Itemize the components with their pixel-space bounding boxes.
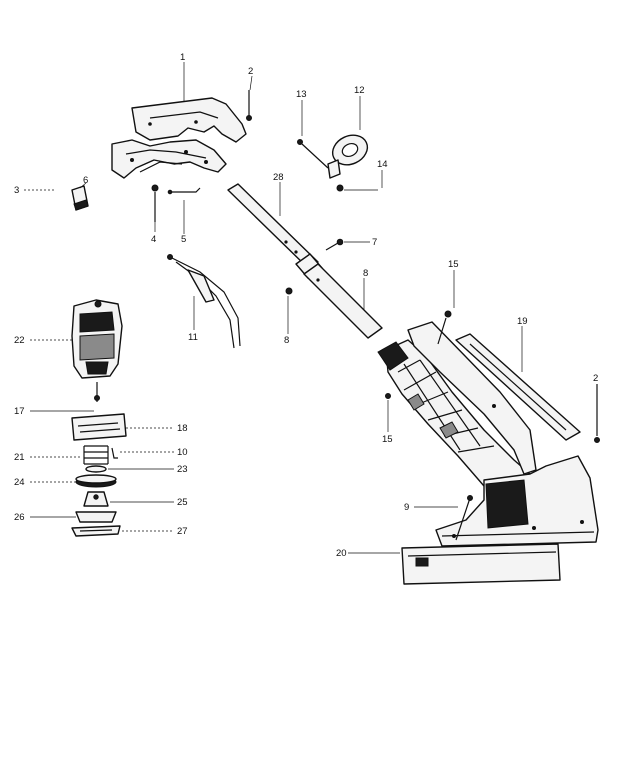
screw-part-15-top	[437, 310, 452, 345]
callout-15-top: 15	[448, 259, 459, 270]
callout-1: 1	[180, 52, 185, 63]
cover-part-27	[71, 525, 121, 537]
callout-15-bottom: 15	[382, 434, 393, 445]
callout-8-right: 8	[363, 268, 368, 279]
nut-part-4	[151, 184, 159, 222]
lower-shaft-part-6	[303, 263, 383, 339]
callout-3: 3	[14, 185, 19, 196]
guard-tab-part-12	[327, 134, 369, 179]
screw-part-9	[455, 495, 473, 541]
callout-21: 21	[14, 452, 25, 463]
leader-lines	[24, 62, 523, 554]
motor-part-22	[71, 299, 123, 379]
callout-7: 7	[372, 237, 377, 248]
callout-2-right: 2	[593, 373, 598, 384]
callout-24: 24	[14, 477, 25, 488]
callout-2-top: 2	[248, 66, 253, 77]
callout-10: 10	[177, 447, 188, 458]
callout-labels: 1 2 3 4 5 6 7 8 8 9 10 11 12 13 14 15 15…	[14, 52, 598, 559]
callout-27: 27	[177, 526, 188, 537]
callout-25: 25	[177, 497, 188, 508]
motor-housing	[377, 339, 531, 501]
callout-12: 12	[354, 85, 365, 96]
shaft-pin-part-17	[94, 382, 100, 402]
bearing-plate-part-18	[71, 413, 127, 441]
spring-part-21	[83, 445, 109, 465]
callout-19: 19	[517, 316, 528, 327]
screw-part-2-top	[246, 90, 252, 121]
callout-6: 6	[83, 175, 88, 186]
washer-part-23	[85, 465, 107, 473]
callout-4: 4	[151, 234, 156, 245]
callout-5: 5	[181, 234, 186, 245]
screw-part-2-right	[594, 384, 600, 443]
cord-part-11	[167, 254, 241, 349]
edging-guide-part-20	[401, 543, 561, 585]
hub-part-25	[83, 491, 109, 507]
screw-part-7	[325, 238, 344, 251]
upper-shaft-part-28	[227, 183, 319, 269]
spring-part-5	[167, 187, 201, 195]
callout-22: 22	[14, 335, 25, 346]
callout-8-left: 8	[284, 335, 289, 346]
lower-handle-part	[111, 139, 227, 179]
callout-26: 26	[14, 512, 25, 523]
callout-20: 20	[336, 548, 347, 559]
screw-part-13	[297, 139, 329, 169]
spool-part-24	[75, 474, 117, 488]
cap-part-26	[75, 511, 117, 523]
screw-part-8-left	[285, 287, 293, 295]
callout-23: 23	[177, 464, 188, 475]
deflector-part-19	[455, 333, 581, 441]
upper-handle-part-1	[131, 97, 247, 143]
callout-9: 9	[404, 502, 409, 513]
callout-18: 18	[177, 423, 188, 434]
callout-13: 13	[296, 89, 307, 100]
callout-28: 28	[273, 172, 284, 183]
callout-11: 11	[188, 332, 198, 343]
screw-part-15-bottom	[385, 393, 391, 399]
callout-17: 17	[14, 406, 25, 417]
switch-part-6	[71, 185, 89, 211]
callout-14: 14	[377, 159, 388, 170]
screw-part-14	[336, 184, 344, 192]
shield-base	[435, 455, 599, 547]
clip-part-10	[111, 447, 118, 459]
